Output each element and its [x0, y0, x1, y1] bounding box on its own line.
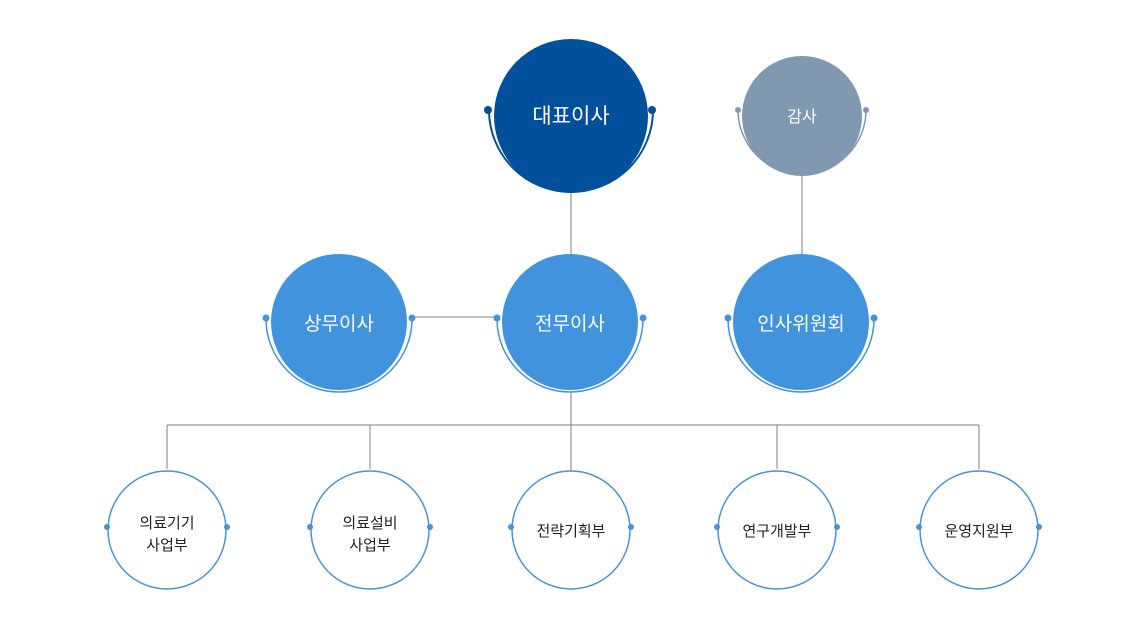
department-3-circle	[511, 470, 631, 590]
hr-committee-circle	[733, 254, 869, 390]
ceo-circle	[494, 39, 648, 193]
department-1-right-dot	[224, 524, 230, 530]
hr-committee-right-dot	[870, 314, 878, 322]
department-3-right-dot	[628, 524, 634, 530]
node-hr-committee: 인사위원회	[724, 254, 878, 393]
node-senior-managing-director: 전무이사	[493, 254, 647, 393]
department-4-left-dot	[714, 524, 720, 530]
department-2-circle	[310, 470, 430, 590]
department-5-label: 운영지원부	[944, 522, 1013, 540]
senior-managing-director-circle	[502, 254, 638, 390]
senior-managing-director-right-dot	[639, 314, 647, 322]
department-4-label: 연구개발부	[742, 522, 811, 540]
department-5-left-dot	[916, 524, 922, 530]
senior-managing-director-label: 전무이사	[535, 313, 605, 335]
department-4-right-dot	[834, 524, 840, 530]
department-1-left-dot	[104, 524, 110, 530]
auditor-circle	[742, 56, 862, 176]
department-2-left-dot	[307, 524, 313, 530]
node-auditor: 감사	[735, 56, 869, 176]
node-department-1: 의료기기 사업부	[104, 470, 230, 590]
node-department-5: 운영지원부	[916, 470, 1042, 590]
department-3-label: 전략기획부	[536, 522, 605, 540]
ceo-label: 대표이사	[532, 104, 609, 128]
managing-director-left-dot	[262, 314, 270, 322]
senior-managing-director-outer-ring	[496, 318, 644, 393]
department-4-circle	[717, 470, 837, 590]
hr-committee-left-dot	[724, 314, 732, 322]
hr-committee-label: 인사위원회	[757, 313, 844, 335]
hr-committee-outer-ring	[727, 318, 875, 393]
ceo-right-dot	[648, 106, 656, 114]
node-managing-director: 상무이사	[262, 254, 416, 393]
department-2-label-line-1: 의료설비	[342, 514, 397, 532]
department-1-label-line-1: 의료기기	[139, 514, 194, 532]
senior-managing-director-left-dot	[493, 314, 501, 322]
department-5-circle	[919, 470, 1039, 590]
department-2-right-dot	[427, 524, 433, 530]
department-1-label-line-2: 사업부	[146, 536, 188, 554]
managing-director-label: 상무이사	[304, 313, 374, 335]
auditor-left-dot	[735, 107, 741, 113]
department-1-circle	[107, 470, 227, 590]
department-2-label-line-2: 사업부	[349, 536, 391, 554]
node-department-4: 연구개발부	[714, 470, 840, 590]
department-5-right-dot	[1036, 524, 1042, 530]
auditor-right-dot	[863, 107, 869, 113]
node-department-3: 전략기획부	[508, 470, 634, 590]
ceo-left-dot	[484, 106, 492, 114]
node-department-2: 의료설비 사업부	[307, 470, 433, 590]
managing-director-right-dot	[408, 314, 416, 322]
department-3-left-dot	[508, 524, 514, 530]
node-ceo: 대표이사	[484, 39, 656, 193]
managing-director-outer-ring	[265, 318, 413, 393]
auditor-label: 감사	[787, 107, 817, 126]
connectors	[166, 176, 980, 472]
managing-director-circle	[271, 254, 407, 390]
